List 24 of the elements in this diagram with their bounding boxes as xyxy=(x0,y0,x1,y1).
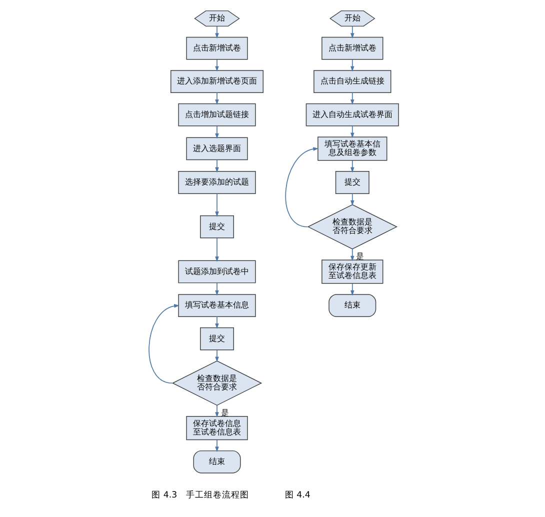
arrow xyxy=(148,304,180,384)
arrow xyxy=(214,59,218,72)
arrow xyxy=(214,282,218,296)
arrow xyxy=(214,316,218,329)
label: 图 4.3 手工组卷流程图 xyxy=(151,490,249,500)
arrow xyxy=(350,160,354,173)
arrow xyxy=(350,92,354,105)
arrow xyxy=(350,59,354,72)
label: 图 4.4 xyxy=(284,490,310,500)
arrow xyxy=(214,439,218,452)
arrow xyxy=(214,159,218,173)
arrow xyxy=(350,193,354,206)
arrow xyxy=(350,126,354,138)
arrow xyxy=(284,147,318,228)
arrow xyxy=(350,26,354,39)
arrow xyxy=(350,283,354,296)
arrow xyxy=(214,193,218,217)
arrow xyxy=(214,238,218,262)
arrow xyxy=(350,248,354,262)
arrow xyxy=(214,404,218,418)
arrow xyxy=(214,350,218,362)
arrow xyxy=(214,92,218,105)
arrow xyxy=(214,26,218,39)
arrow xyxy=(214,126,218,139)
